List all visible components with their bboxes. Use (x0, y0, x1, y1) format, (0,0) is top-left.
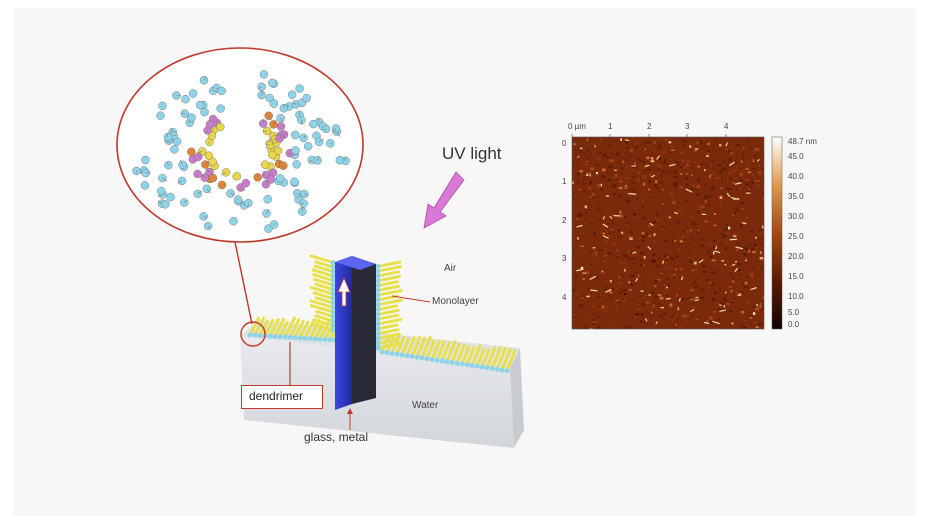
colorbar-tick: 48.7 nm (788, 137, 817, 146)
monolayer-label: Monolayer (432, 296, 479, 307)
colorbar-tick: 45.0 (788, 152, 804, 161)
dendrimer-label: dendrimer (249, 389, 303, 403)
afm-y-tick: 2 (562, 216, 566, 225)
air-label: Air (444, 263, 456, 274)
colorbar-tick: 30.0 (788, 212, 804, 221)
uv-arrow-icon (424, 172, 464, 228)
afm-colorbar (772, 137, 782, 329)
colorbar-tick: 40.0 (788, 172, 804, 181)
substrate-bar (335, 256, 376, 410)
water-label: Water (412, 400, 438, 411)
afm-y-tick: 0 (562, 139, 566, 148)
afm-y-tick: 1 (562, 177, 566, 186)
water-block (240, 320, 524, 448)
afm-top-ticks (572, 134, 726, 137)
colorbar-tick: 0.0 (788, 320, 799, 329)
dendrimer-zoom-circle (117, 48, 363, 242)
afm-x-tick: 3 (685, 122, 689, 131)
zoom-connector-line (235, 242, 252, 324)
colorbar-tick: 15.0 (788, 272, 804, 281)
afm-y-tick: 4 (562, 293, 566, 302)
colorbar-tick: 5.0 (788, 308, 799, 317)
afm-x-tick: 4 (724, 122, 728, 131)
colorbar-tick: 25.0 (788, 232, 804, 241)
afm-image (572, 134, 767, 331)
afm-x-tick: 0 µm (568, 122, 586, 131)
afm-y-tick: 3 (562, 254, 566, 263)
afm-x-tick: 2 (647, 122, 651, 131)
colorbar-tick: 20.0 (788, 252, 804, 261)
colorbar-tick: 35.0 (788, 192, 804, 201)
substrate-label: glass, metal (304, 430, 368, 444)
colorbar-tick: 10.0 (788, 292, 804, 301)
uv-light-label: UV light (442, 144, 502, 164)
afm-x-tick: 1 (608, 122, 612, 131)
